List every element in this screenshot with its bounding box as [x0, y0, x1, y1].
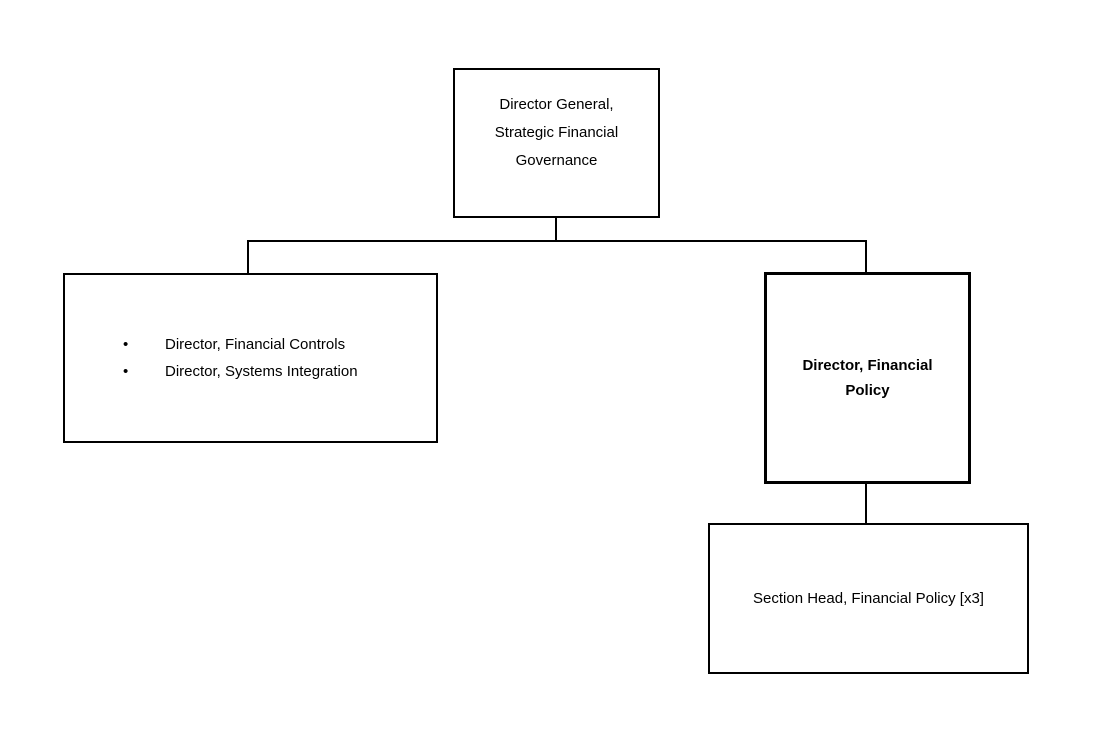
- connector-drop-to-policy: [865, 240, 867, 273]
- list-item: • Director, Systems Integration: [65, 358, 436, 385]
- connector-policy-to-section: [865, 484, 867, 524]
- connector-horizontal-rail: [247, 240, 867, 242]
- list-item-label: Director, Financial Controls: [165, 336, 346, 353]
- list-item: • Director, Financial Controls: [65, 331, 436, 358]
- connector-drop-to-directors: [247, 240, 249, 274]
- bullet-icon: •: [123, 336, 129, 353]
- node-director-financial-policy: Director, Financial Policy: [764, 272, 971, 484]
- node-section-head-financial-policy: Section Head, Financial Policy [x3]: [708, 523, 1029, 674]
- list-item-label: Director, Systems Integration: [165, 363, 358, 380]
- node-director-general: Director General, Strategic Financial Go…: [453, 68, 660, 218]
- connector-root-stub: [555, 218, 557, 242]
- node-directors-list: • Director, Financial Controls • Directo…: [63, 273, 438, 443]
- bullet-icon: •: [123, 363, 129, 380]
